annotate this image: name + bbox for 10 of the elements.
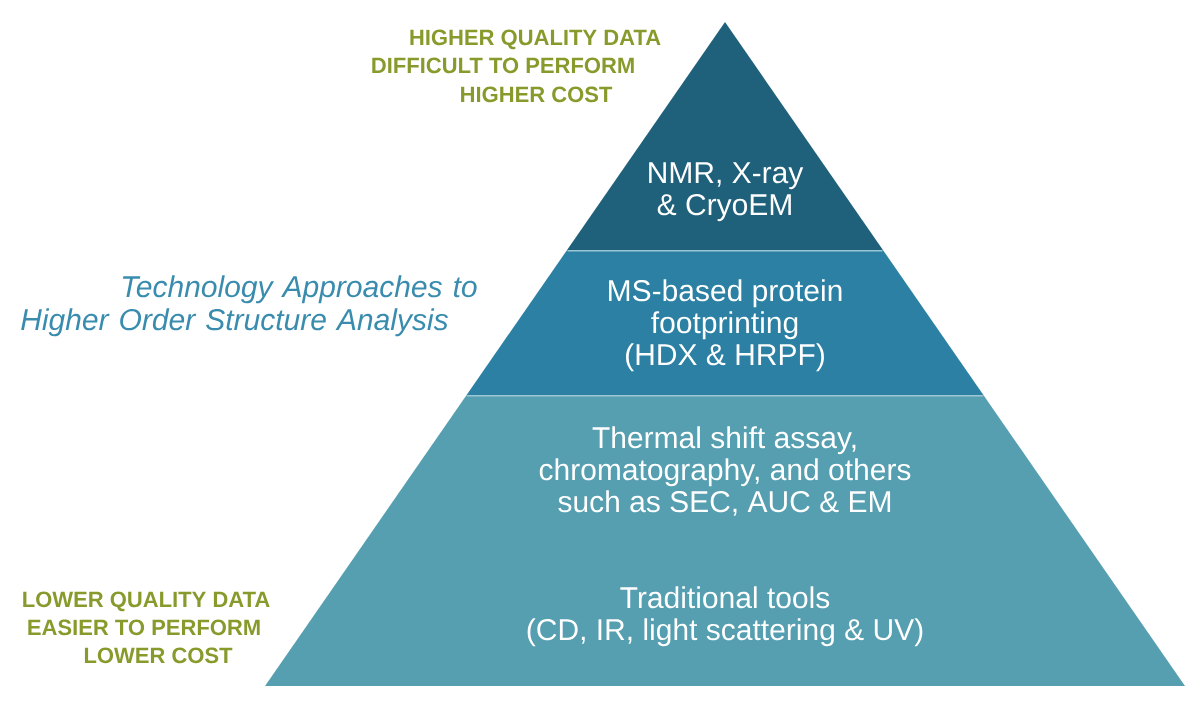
side-note: LOWER QUALITY DATA <box>23 591 270 612</box>
diagram-title: Technology Approaches to Higher Order Structure Analysis <box>21 275 477 337</box>
tier-label: Traditional tools (CD, IR, light scattering & UV) <box>527 586 923 647</box>
side-note: HIGHER QUALITY DATA <box>410 29 661 50</box>
side-note: DIFFICULT TO PERFORM <box>372 57 634 74</box>
side-note: LOWER COST <box>84 647 233 664</box>
tier-label: Thermal shift assay, chromatography, and others such as SEC, AUC & EM <box>539 426 911 516</box>
side-note: HIGHER COST <box>461 86 613 103</box>
tier-label: NMR, X-ray & CryoEM <box>649 162 804 222</box>
tier-label: MS-based protein footprinting (HDX & HRPF) <box>609 279 842 372</box>
